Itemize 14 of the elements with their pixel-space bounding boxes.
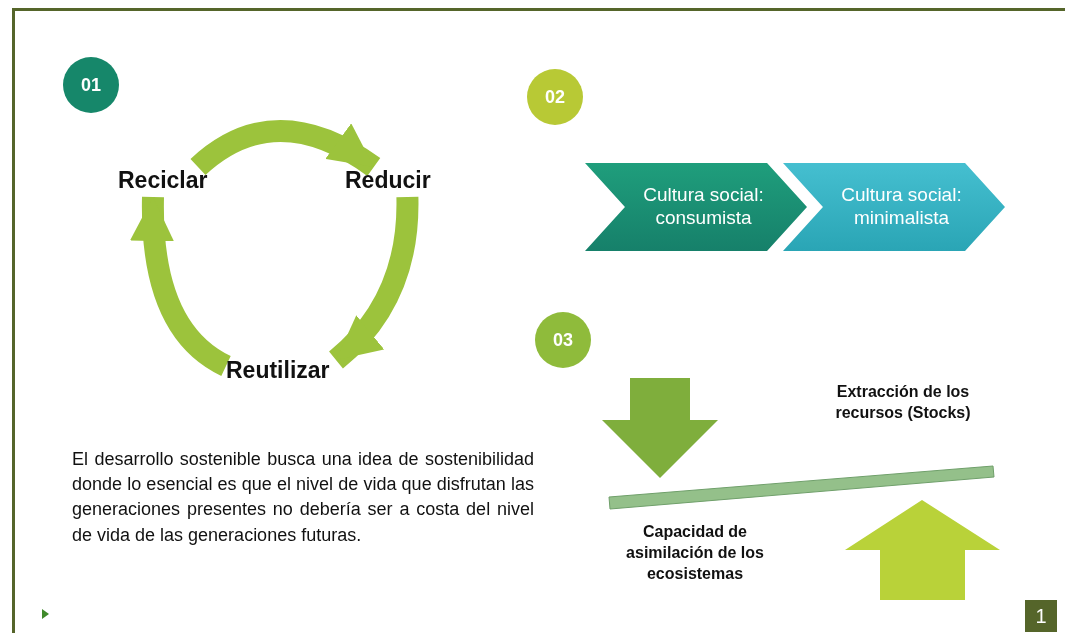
chevron-step: Cultura social: minimalista [783, 163, 1005, 251]
step-badge: 01 [63, 57, 119, 113]
cycle-label: Reciclar [118, 167, 218, 197]
scale-label: Capacidad de asimilación de los ecosistemas [610, 522, 780, 592]
cycle-label: Reutilizar [226, 357, 336, 387]
cycle-arrow [190, 120, 380, 177]
scale-label: Extracción de los recursos (Stocks) [828, 382, 978, 452]
step-badge: 03 [535, 312, 591, 368]
cycle-label: Reducir [345, 167, 441, 197]
cycle-arrow [328, 196, 419, 369]
chevron-step: Cultura social: consumista [585, 163, 807, 251]
description-paragraph: El desarrollo sostenible busca una idea de sostenibilidad donde lo esencial es que el nivel de vida que disfrutan las generaciones presentes no debería ser a costa del nivel de vida de las generaciones futuras. [72, 448, 534, 547]
page-number: 1 [1025, 600, 1057, 632]
step-badge: 02 [527, 69, 583, 125]
